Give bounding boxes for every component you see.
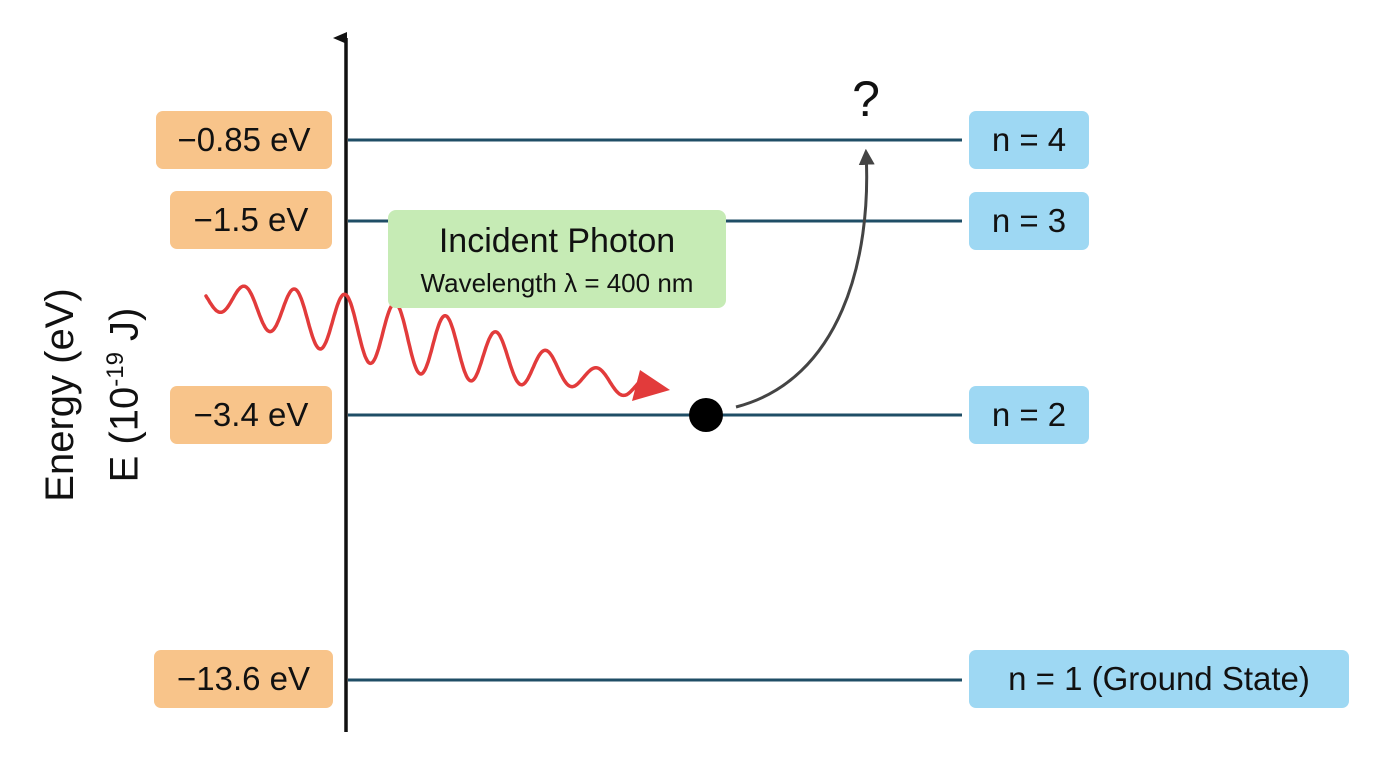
axis-title-energy: Energy (eV) — [38, 288, 82, 502]
photon-wavelength: Wavelength λ = 400 nm — [420, 268, 694, 298]
unknown-level-marker: ? — [852, 71, 880, 127]
axis-title-joules: E (10-19 J) — [88, 135, 152, 655]
energy-axis-title: Energy (eV) E (10-19 J) — [32, 135, 152, 655]
level-tag-n4: n = 4 — [969, 111, 1089, 169]
transition-arrow — [735, 148, 875, 409]
axis-title-joules-base: E (10 — [102, 386, 147, 483]
axis-title-joules-exponent: -19 — [102, 352, 129, 387]
photon-title: Incident Photon — [438, 222, 676, 260]
level-tag-n1: n = 1 (Ground State) — [969, 650, 1349, 708]
photon-arrowhead — [632, 370, 670, 401]
incident-photon-label: Incident Photon Wavelength λ = 400 nm — [388, 210, 726, 308]
axis-title-joules-unit: J) — [102, 307, 147, 353]
energy-tag-n1: −13.6 eV — [154, 650, 333, 708]
level-tag-n3: n = 3 — [969, 192, 1089, 250]
energy-tag-n2: −3.4 eV — [170, 386, 332, 444]
level-tag-n2: n = 2 — [969, 386, 1089, 444]
energy-tag-n4: −0.85 eV — [156, 111, 332, 169]
energy-tag-n3: −1.5 eV — [170, 191, 332, 249]
electron — [689, 398, 723, 432]
photon-wave — [204, 284, 642, 398]
